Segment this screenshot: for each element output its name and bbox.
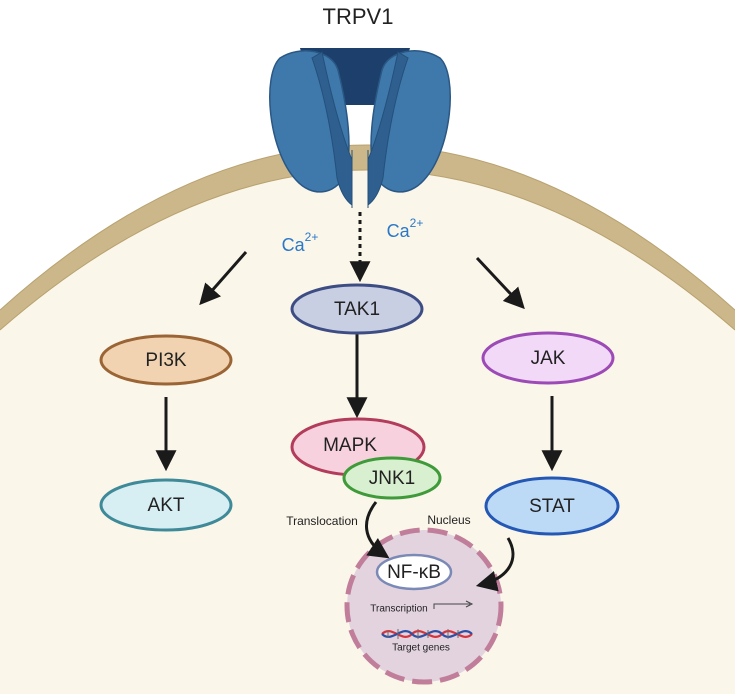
arrow-channel-to-pi3k	[199, 251, 248, 306]
node-nfkb: NF-κB	[375, 553, 453, 591]
membrane-inner-edge	[0, 169, 735, 331]
node-stat-label: STAT	[529, 496, 575, 517]
node-mapk-label: MAPK	[323, 435, 377, 456]
transcription-label: Transcription	[370, 604, 427, 615]
arrow-channel-to-jak	[475, 256, 525, 310]
arrow-jnk1-to-nfkb	[365, 501, 390, 559]
node-pi3k: PI3K	[99, 334, 233, 386]
ion-label-left: Ca2+	[282, 230, 319, 255]
trpv1-channel-icon	[269, 48, 451, 208]
node-akt: AKT	[99, 478, 233, 532]
node-nfkb-label: NF-κB	[387, 562, 441, 583]
channel-title: TRPV1	[323, 4, 394, 29]
target-genes-label: Target genes	[392, 643, 450, 654]
transcription-arrow-icon	[433, 600, 474, 609]
node-jnk1: JNK1	[342, 456, 442, 500]
node-jak-label: JAK	[531, 348, 566, 369]
node-akt-label: AKT	[148, 495, 185, 516]
translocation-label: Translocation	[286, 514, 358, 528]
node-jak: JAK	[481, 331, 615, 385]
dna-helix-icon	[381, 629, 473, 639]
node-pi3k-label: PI3K	[145, 350, 187, 371]
node-tak1-label: TAK1	[334, 299, 380, 320]
node-jnk1-label: JNK1	[369, 468, 415, 489]
node-tak1: TAK1	[290, 283, 424, 335]
membrane-outer-edge	[0, 144, 735, 311]
node-stat: STAT	[484, 476, 620, 536]
nucleus-label: Nucleus	[427, 513, 470, 527]
ion-label-right: Ca2+	[387, 216, 424, 241]
arrow-stat-to-nfkb	[475, 537, 515, 592]
